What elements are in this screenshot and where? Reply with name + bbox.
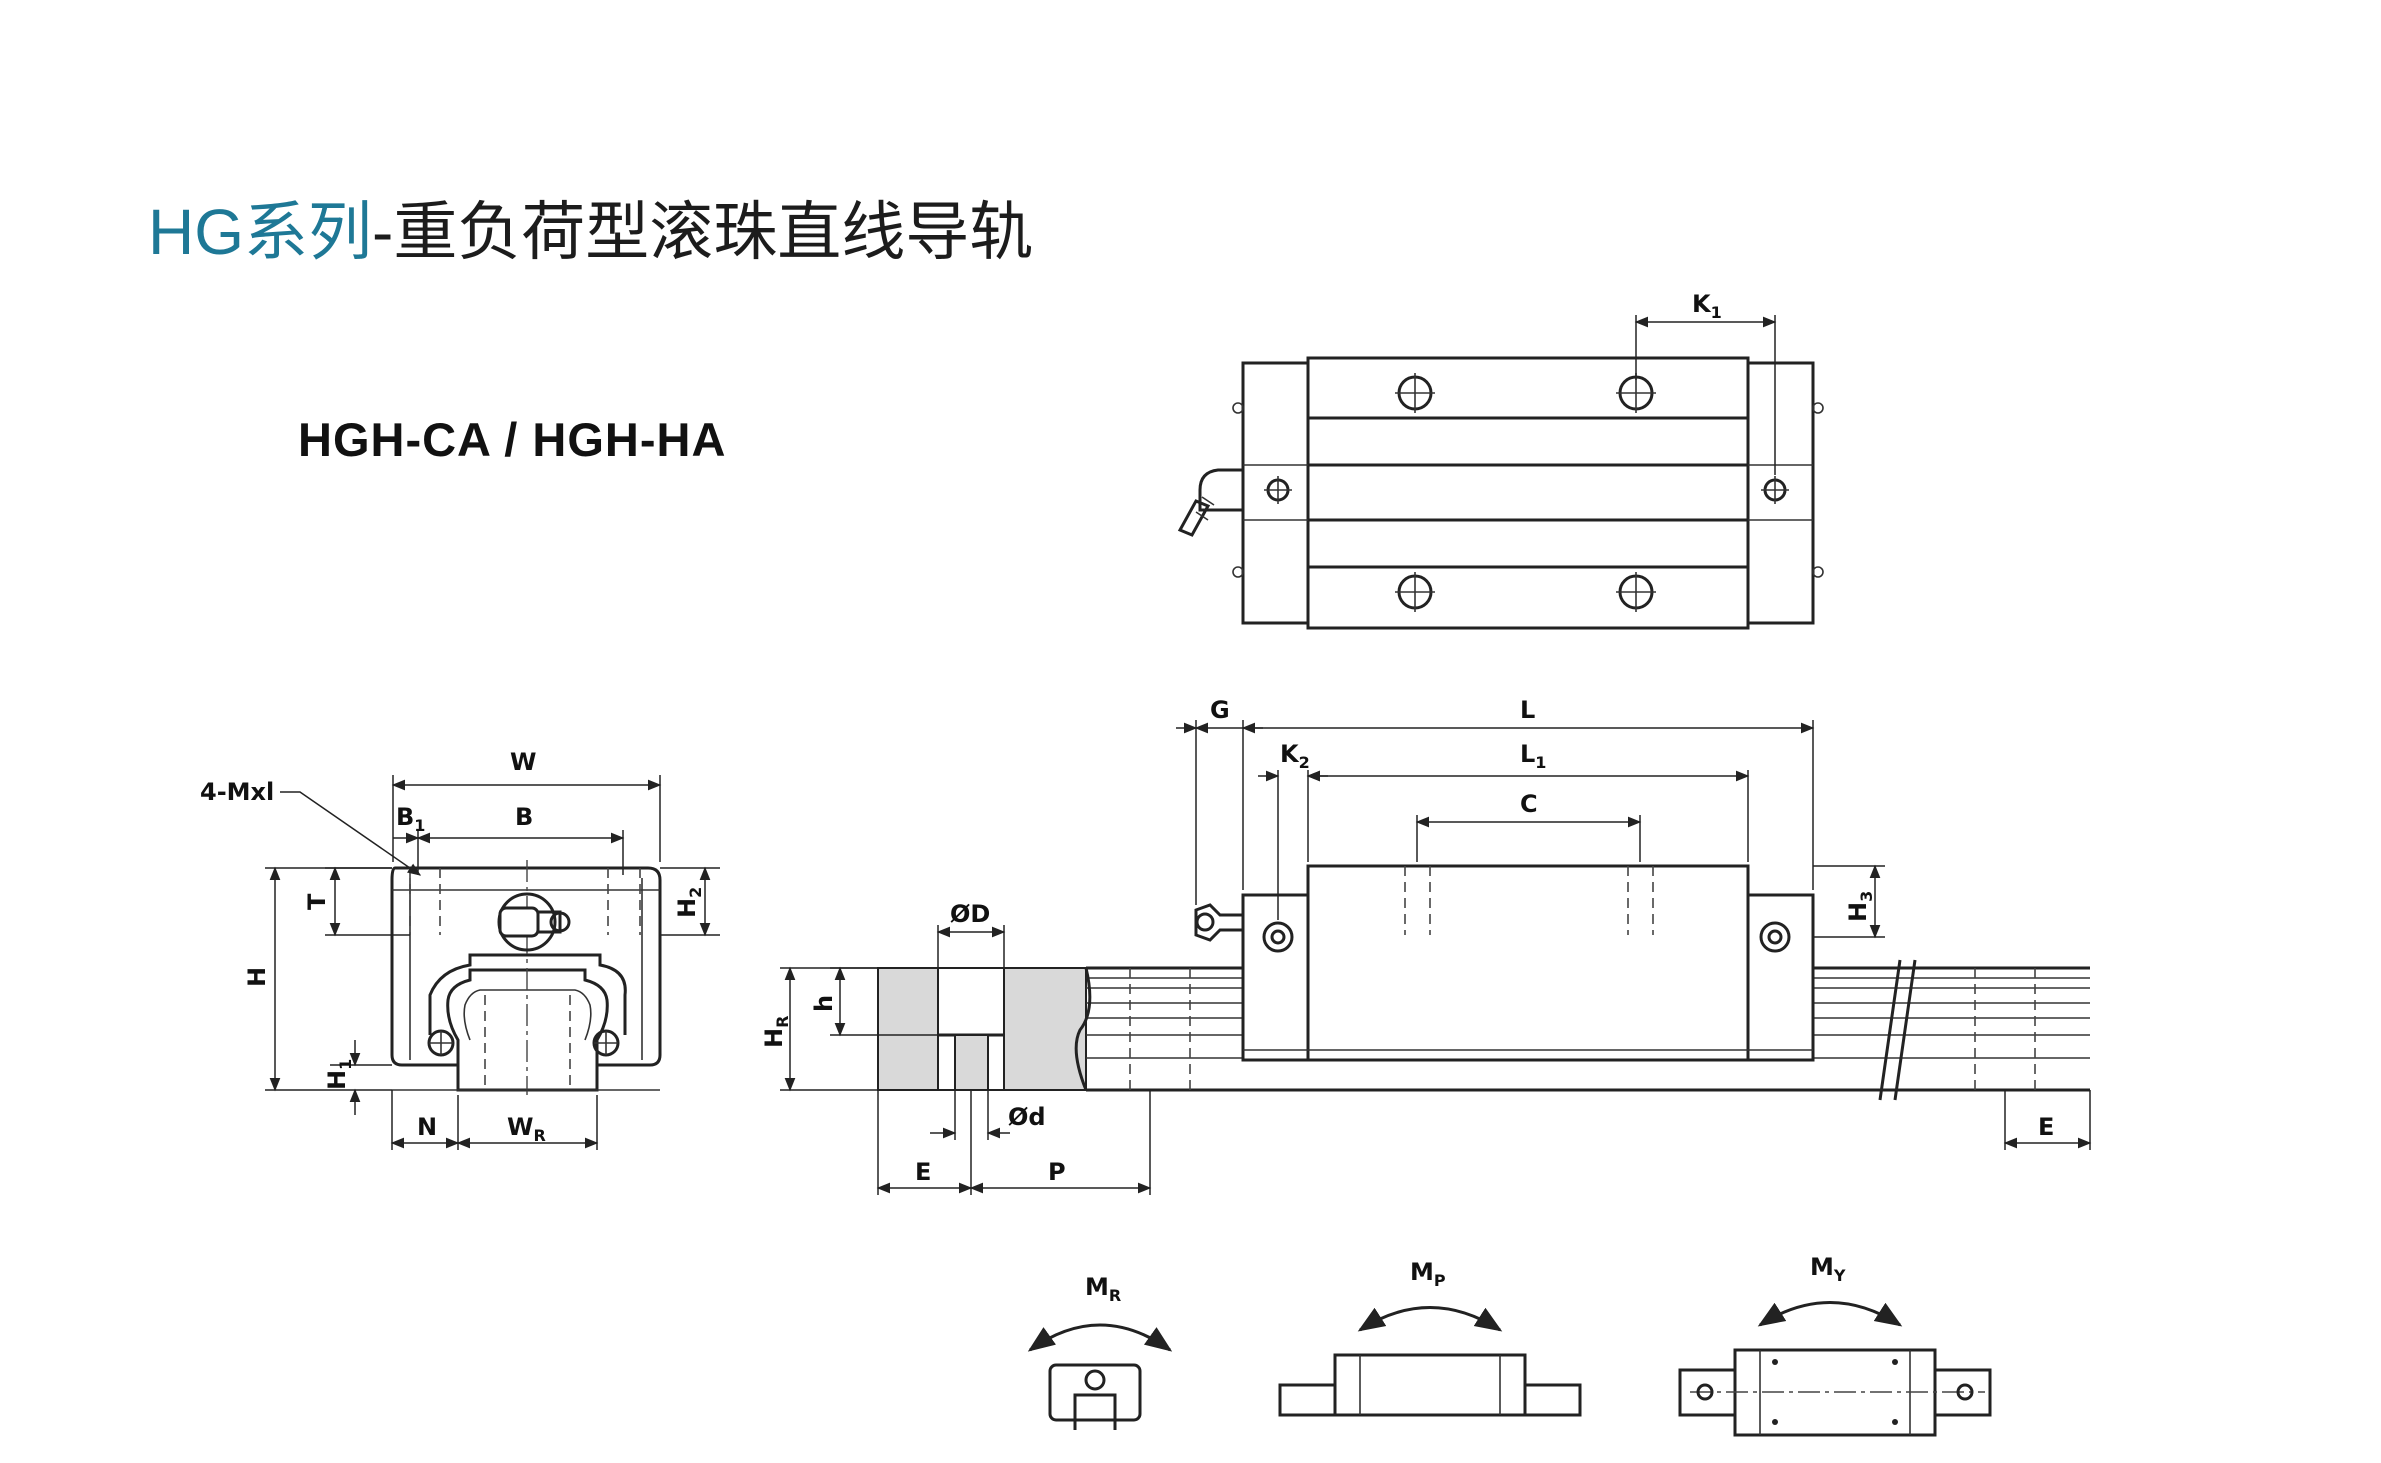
dim-C: C bbox=[1520, 790, 1538, 818]
dim-G: G bbox=[1210, 696, 1230, 724]
mounting-hole-icon bbox=[1264, 373, 1789, 612]
dim-D: ØD bbox=[950, 900, 990, 928]
grease-nipple-icon bbox=[1194, 903, 1243, 942]
page-title: HG系列-重负荷型滚珠直线导轨 bbox=[148, 200, 1033, 264]
side-view: ØD Ød h HR E P E G L bbox=[760, 696, 2092, 1195]
moment-roll-icon: MR bbox=[1027, 1273, 1173, 1430]
dim-H1: H1 bbox=[323, 1059, 355, 1090]
dim-E-right: E bbox=[2038, 1113, 2054, 1141]
dim-H3: H3 bbox=[1844, 891, 1876, 922]
moment-yaw-icon: MY bbox=[1678, 1253, 1992, 1437]
grease-nipple-icon bbox=[1177, 468, 1243, 537]
title-description: -重负荷型滚珠直线导轨 bbox=[372, 196, 1034, 268]
dim-P: P bbox=[1048, 1158, 1066, 1186]
front-view: W B1 B T H H1 H2 N WR 4-Mxl bbox=[200, 748, 720, 1150]
dim-T: T bbox=[303, 893, 331, 910]
dim-K2: K2 bbox=[1280, 740, 1310, 772]
screw-icon bbox=[427, 1029, 620, 1057]
model-label: HGH-CA / HGH-HA bbox=[298, 413, 727, 466]
dim-L1: L1 bbox=[1520, 740, 1546, 772]
dim-W: W bbox=[510, 748, 536, 776]
moment-pitch-icon: MP bbox=[1278, 1258, 1582, 1417]
dim-K1: K1 bbox=[1692, 290, 1722, 322]
dim-d: Ød bbox=[1008, 1103, 1046, 1131]
dim-B: B bbox=[515, 803, 533, 831]
series-name: HG系列 bbox=[148, 196, 372, 268]
top-view: K1 bbox=[1177, 290, 1824, 630]
svg-text:MP: MP bbox=[1410, 1258, 1446, 1290]
svg-text:MR: MR bbox=[1085, 1273, 1121, 1305]
dim-E: E bbox=[915, 1158, 931, 1186]
mounting-hole-icon bbox=[1262, 921, 1791, 953]
dim-4Mxl: 4-Mxl bbox=[200, 778, 274, 806]
svg-text:MY: MY bbox=[1810, 1253, 1846, 1285]
dim-HR: HR bbox=[760, 1016, 792, 1048]
dim-h: h bbox=[810, 995, 838, 1012]
dim-N: N bbox=[417, 1113, 437, 1141]
dim-WR: WR bbox=[507, 1113, 546, 1145]
dim-L: L bbox=[1520, 696, 1535, 724]
grease-nipple-icon bbox=[497, 892, 571, 952]
dim-H: H bbox=[243, 967, 271, 987]
dim-H2: H2 bbox=[673, 887, 705, 918]
dim-B1: B1 bbox=[396, 803, 425, 835]
